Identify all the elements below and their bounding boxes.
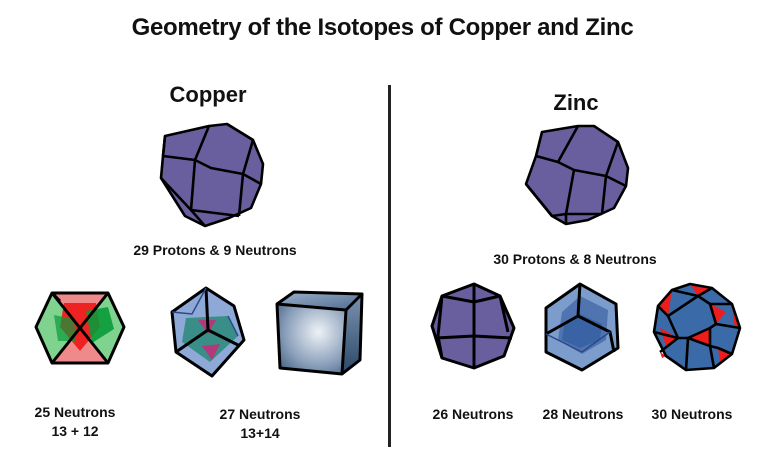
zinc-main-label: 30 Protons & 8 Neutrons — [493, 251, 657, 267]
zinc-isotope-28-label: 28 Neutrons — [542, 406, 624, 422]
copper-isotope-27-label: 27 Neutrons — [219, 406, 301, 422]
copper-main-label: 29 Protons & 9 Neutrons — [133, 242, 297, 258]
page-title: Geometry of the Isotopes of Copper and Z… — [131, 14, 634, 41]
purple-octagonal-polyhedron-icon — [430, 282, 516, 370]
blue-nested-rhombic-icon — [544, 282, 620, 372]
copper-isotope-25-label: 25 Neutrons — [34, 404, 116, 420]
blue-red-icosidodecahedron-icon — [652, 282, 742, 372]
copper-isotope-25-sublabel: 13 + 12 — [51, 423, 99, 439]
steel-cube-icon — [275, 290, 364, 376]
copper-dodecahedron-icon — [159, 122, 265, 228]
zinc-heading: Zinc — [553, 90, 599, 115]
zinc-dodecahedron-icon — [524, 124, 630, 226]
blue-rhombic-dodecahedron-icon — [170, 286, 246, 378]
column-divider — [388, 85, 391, 447]
copper-isotope-27-sublabel: 13+14 — [240, 425, 280, 441]
copper-heading: Copper — [169, 82, 247, 107]
zinc-isotope-30-label: 30 Neutrons — [651, 406, 733, 422]
zinc-isotope-26-label: 26 Neutrons — [432, 406, 514, 422]
green-red-polyhedron-icon — [34, 291, 126, 365]
